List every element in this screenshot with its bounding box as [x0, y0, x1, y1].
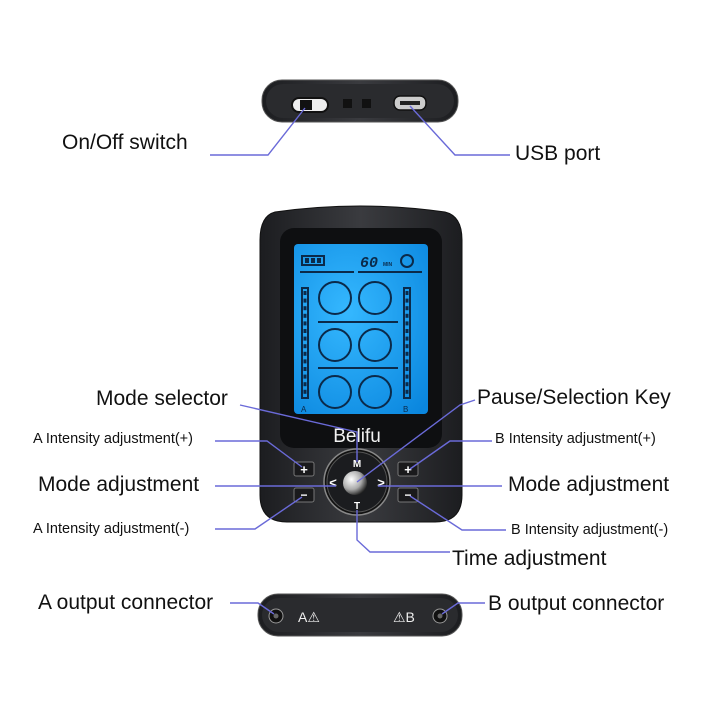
intensity-segment [405, 367, 409, 371]
indicator-hole [343, 99, 352, 108]
intensity-segment [405, 291, 409, 295]
intensity-segment [405, 351, 409, 356]
output-connector-a[interactable] [268, 608, 284, 624]
label-a-intensity-plus: A Intensity adjustment(+) [33, 431, 193, 447]
device-front: 60 MIN A B Belifu + [259, 205, 463, 523]
intensity-segment [303, 306, 307, 311]
intensity-segment [303, 359, 307, 364]
intensity-segment [303, 291, 307, 295]
pause-selection-button[interactable] [343, 471, 367, 495]
intensity-segment [303, 298, 307, 303]
lcd-screen: 60 MIN A B [294, 244, 428, 414]
on-off-switch[interactable] [291, 97, 329, 113]
plus-icon: + [300, 462, 308, 477]
intensity-segment [303, 367, 307, 371]
plus-icon: + [404, 462, 412, 477]
label-b-intensity-plus: B Intensity adjustment(+) [495, 431, 656, 447]
label-pause-selection-key: Pause/Selection Key [477, 386, 671, 409]
label-mode-adjustment-left: Mode adjustment [38, 473, 199, 496]
minus-icon: − [300, 488, 307, 502]
label-b-intensity-minus: B Intensity adjustment(-) [511, 522, 668, 538]
intensity-segment [303, 389, 307, 394]
connector-b-label: ⚠B [393, 609, 415, 625]
indicator-hole [362, 99, 371, 108]
label-mode-selector: Mode selector [96, 387, 228, 410]
label-a-intensity-minus: A Intensity adjustment(-) [33, 521, 189, 537]
intensity-segment [303, 351, 307, 356]
intensity-segment [303, 344, 307, 349]
mode-button[interactable]: M [353, 459, 361, 470]
label-usb-port: USB port [515, 142, 600, 165]
intensity-segment [405, 389, 409, 394]
intensity-segment [303, 321, 307, 326]
intensity-segment [303, 336, 307, 341]
intensity-segment [405, 374, 409, 379]
intensity-segment [303, 329, 307, 333]
intensity-segment [303, 382, 307, 387]
device-top-view [261, 79, 459, 123]
minus-icon: − [404, 488, 411, 502]
intensity-bar-b [403, 287, 411, 399]
channel-a-indicator: A [301, 405, 307, 414]
intensity-segment [405, 359, 409, 364]
intensity-segment [405, 306, 409, 311]
intensity-segment [405, 336, 409, 341]
clock-icon [400, 254, 414, 268]
timer-unit: MIN [383, 262, 393, 268]
label-on-off-switch: On/Off switch [62, 131, 188, 154]
label-time-adjustment: Time adjustment [452, 547, 607, 570]
a-intensity-plus-button[interactable]: + [293, 461, 315, 477]
intensity-segment [405, 329, 409, 333]
mode-right-button[interactable]: > [377, 475, 385, 490]
connector-a-label: A⚠ [298, 609, 320, 625]
label-b-output-connector: B output connector [488, 592, 664, 615]
intensity-segment [303, 374, 307, 379]
intensity-segment [405, 313, 409, 318]
device-bottom-view: A⚠ ⚠B [257, 593, 463, 637]
usb-port[interactable] [393, 95, 427, 111]
intensity-segment [405, 298, 409, 303]
label-a-output-connector: A output connector [38, 591, 213, 614]
mode-left-button[interactable]: < [329, 475, 337, 490]
timer-value: 60 [360, 255, 378, 272]
label-mode-adjustment-right: Mode adjustment [508, 473, 669, 496]
channel-b-indicator: B [403, 405, 408, 414]
mode-icons [318, 281, 398, 409]
intensity-segment [405, 382, 409, 387]
intensity-bar-a [301, 287, 309, 399]
intensity-segment [405, 344, 409, 349]
intensity-segment [405, 321, 409, 326]
battery-icon [301, 255, 325, 266]
intensity-segment [303, 313, 307, 318]
output-connector-b[interactable] [432, 608, 448, 624]
b-intensity-plus-button[interactable]: + [397, 461, 419, 477]
time-button[interactable]: T [354, 501, 360, 512]
